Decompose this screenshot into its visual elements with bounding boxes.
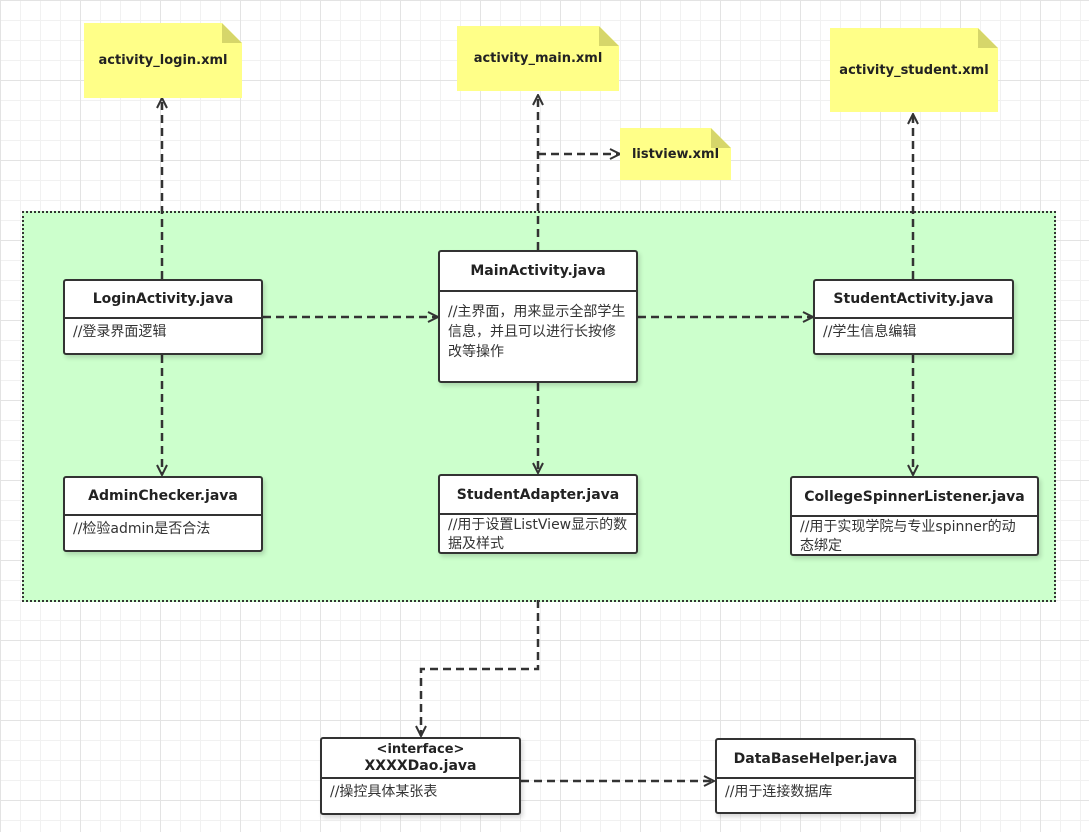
- class-description: //操控具体某张表: [330, 784, 438, 800]
- database-helper-class: DataBaseHelper.java //用于连接数据库: [715, 738, 916, 814]
- class-description: //学生信息编辑: [823, 324, 917, 340]
- interface-stereotype: <interface>: [376, 741, 465, 757]
- class-name: XXXXDao.java: [364, 757, 477, 774]
- note-fold: [599, 26, 619, 46]
- login-activity-class: LoginActivity.java //登录界面逻辑: [63, 279, 263, 355]
- class-name: LoginActivity.java: [65, 281, 261, 319]
- college-spinner-listener-class: CollegeSpinnerListener.java //用于实现学院与专业s…: [790, 476, 1039, 556]
- student-activity-class: StudentActivity.java //学生信息编辑: [813, 279, 1014, 355]
- note-fold: [978, 28, 998, 48]
- class-name: DataBaseHelper.java: [717, 740, 914, 779]
- note-label: activity_student.xml: [839, 62, 989, 78]
- class-description: //用于实现学院与专业spinner的动态绑定: [800, 519, 1016, 554]
- xxxx-dao-interface: <interface> XXXXDao.java //操控具体某张表: [320, 737, 521, 815]
- class-name: CollegeSpinnerListener.java: [792, 478, 1037, 517]
- note-fold: [222, 23, 242, 43]
- listview-xml-note: listview.xml: [620, 128, 731, 180]
- class-description: //登录界面逻辑: [73, 324, 167, 340]
- class-description: //检验admin是否合法: [73, 521, 211, 537]
- class-description: //用于连接数据库: [725, 784, 833, 800]
- main-activity-class: MainActivity.java //主界面，用来显示全部学生信息，并且可以进…: [438, 250, 638, 383]
- note-label: activity_login.xml: [98, 53, 228, 68]
- class-description: //用于设置ListView显示的数据及样式: [448, 517, 628, 552]
- note-label: activity_main.xml: [473, 51, 603, 66]
- note-label: listview.xml: [631, 146, 720, 162]
- group-to-dao-arrow: [421, 600, 540, 736]
- activity-login-xml-note: activity_login.xml: [84, 23, 242, 98]
- activity-main-xml-note: activity_main.xml: [457, 26, 619, 91]
- class-header: <interface> XXXXDao.java: [322, 739, 519, 779]
- class-name: StudentActivity.java: [815, 281, 1012, 319]
- admin-checker-class: AdminChecker.java //检验admin是否合法: [63, 476, 263, 552]
- class-description: //主界面，用来显示全部学生信息，并且可以进行长按修改等操作: [448, 304, 626, 360]
- class-name: StudentAdapter.java: [440, 476, 636, 515]
- activity-student-xml-note: activity_student.xml: [830, 28, 998, 112]
- class-name: MainActivity.java: [440, 252, 636, 292]
- student-adapter-class: StudentAdapter.java //用于设置ListView显示的数据及…: [438, 474, 638, 554]
- class-name: AdminChecker.java: [65, 478, 261, 516]
- note-fold: [711, 128, 731, 148]
